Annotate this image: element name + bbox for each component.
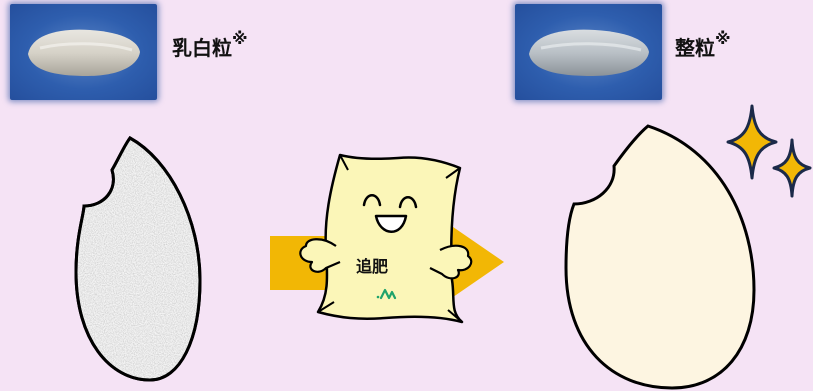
milky-white-rice-grain-photo	[10, 4, 157, 100]
chalky-rice-grain-icon	[74, 136, 202, 382]
milky-white-grain-label: 乳白粒※	[172, 29, 248, 60]
fertilizer-bag-label: 追肥	[356, 257, 389, 276]
clear-rice-grain-icon	[564, 124, 756, 390]
whole-grain-label: 整粒※	[675, 29, 731, 60]
fertilizer-bag-mascot-icon	[299, 153, 473, 324]
green-logo-icon	[376, 288, 397, 300]
sparkle-icon	[726, 104, 812, 198]
whole-rice-grain-photo	[515, 4, 662, 100]
